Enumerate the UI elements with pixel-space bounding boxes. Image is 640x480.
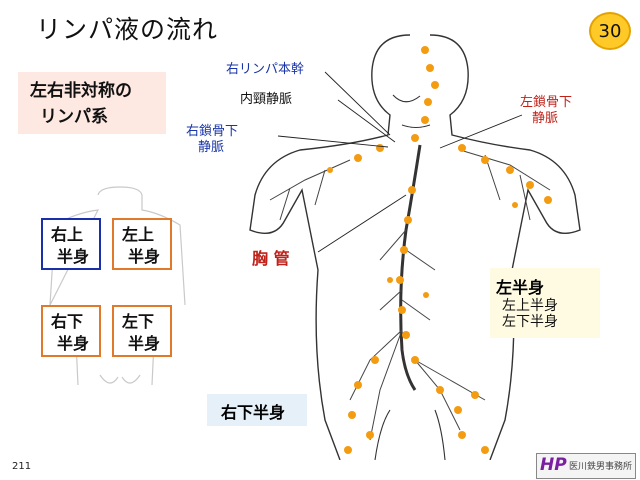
publisher-logo-text: 医川鉄男事務所 <box>569 462 633 472</box>
quadrant-lower-right-line2: 半身 <box>57 334 90 353</box>
label-right-subclavian-line1: 右鎖骨下 <box>186 124 239 139</box>
quadrant-upper-right-line1: 右上 <box>51 225 84 244</box>
quadrant-lower-left: 左下 半身 <box>112 305 172 357</box>
slide-number: 211 <box>12 461 32 472</box>
quadrant-lower-right-line1: 右下 <box>51 312 84 331</box>
asymmetry-line-2: リンパ系 <box>40 107 108 127</box>
quadrant-upper-left: 左上 半身 <box>112 218 172 270</box>
page-badge: 30 <box>589 12 631 50</box>
label-left-subclavian: 左鎖骨下 静脈 <box>520 95 572 127</box>
thoracic-duct-vessel <box>399 144 422 391</box>
lymph-vessels <box>269 149 551 441</box>
quadrant-lower-left-line2: 半身 <box>128 334 161 353</box>
body-outline-detail <box>374 94 446 460</box>
quadrant-upper-right-line2: 半身 <box>57 247 90 266</box>
page-title: リンパ液の流れ <box>36 15 219 44</box>
publisher-logo-mark: HP <box>540 455 567 475</box>
quadrant-lower-right: 右下 半身 <box>41 305 101 357</box>
lymph-nodes <box>327 46 552 454</box>
right-lower-box: 右下半身 <box>207 394 307 426</box>
quadrant-upper-right: 右上 半身 <box>41 218 101 270</box>
left-half-title: 左半身 <box>496 278 545 297</box>
quadrant-upper-left-line2: 半身 <box>128 247 161 266</box>
label-left-subclavian-line2: 静脈 <box>532 111 559 126</box>
asymmetry-line-1: 左右非対称の <box>30 81 132 101</box>
label-left-subclavian-line1: 左鎖骨下 <box>520 95 573 110</box>
label-right-subclavian: 右鎖骨下 静脈 <box>186 124 238 156</box>
label-thoracic-duct: 胸 管 <box>252 249 290 268</box>
label-right-subclavian-line2: 静脈 <box>198 140 225 155</box>
asymmetry-label: 左右非対称の リンパ系 <box>18 72 166 134</box>
left-half-item-upper: 左上半身 <box>502 298 558 314</box>
left-half-item-lower: 左下半身 <box>502 314 558 330</box>
right-lower-label: 右下半身 <box>221 403 286 422</box>
label-internal-jugular: 内頸静脈 <box>240 92 293 107</box>
left-half-box: 左半身 左上半身 左下半身 <box>490 268 600 338</box>
annotation-lines <box>277 71 523 253</box>
publisher-logo: HP 医川鉄男事務所 <box>536 453 636 479</box>
quadrant-upper-left-line1: 左上 <box>122 225 155 244</box>
quadrant-lower-left-line1: 左下 <box>122 312 155 331</box>
label-right-lymph-duct: 右リンパ本幹 <box>226 62 305 77</box>
